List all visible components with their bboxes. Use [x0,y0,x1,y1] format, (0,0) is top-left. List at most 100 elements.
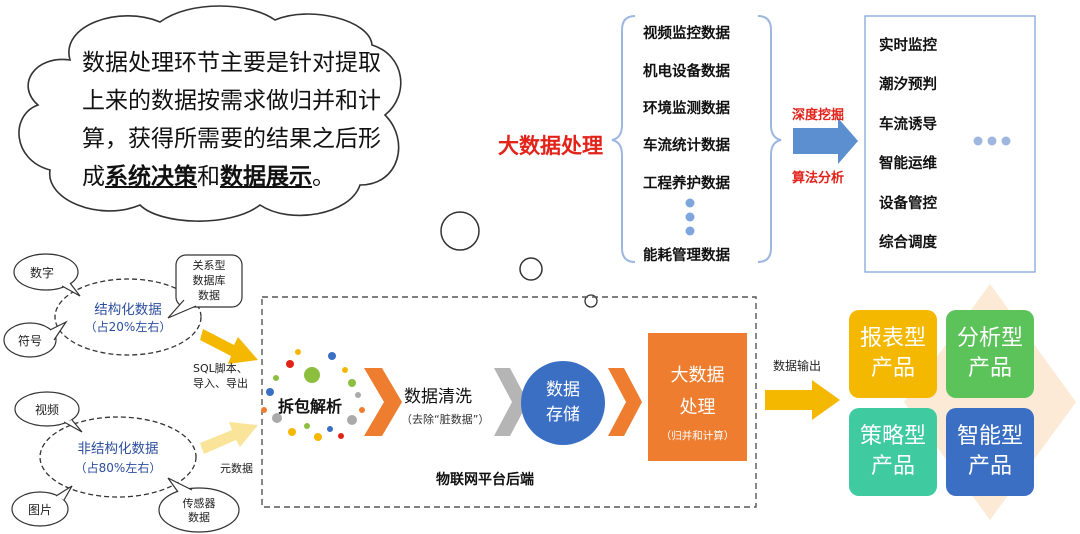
app-dot [987,136,997,146]
bubble-db-tail [167,299,197,319]
bubble-symbol-label: 符号 [18,334,43,348]
structured-arrow [200,329,258,364]
bigdata-line: 处理 [679,397,716,418]
cloud-text-part: 和 [197,164,220,190]
bubble-db-line: 关系型 [192,259,226,272]
mining-arrow [793,118,858,164]
report-product-tile: 报表型 产品 [849,310,937,398]
data-display-emphasis: 数据展示 [220,164,312,190]
bubble-sensor-label: 传感器 数据 [170,497,228,525]
bubble-symbol [3,322,57,358]
product-line: 智能型 [956,424,1023,449]
left-bracket [611,15,636,263]
bigdata-box [648,333,747,461]
chevron-orange-2 [608,368,642,436]
unstructured-ellipse [39,416,197,498]
structured-share: （占20%左右） [84,320,172,334]
list-dot [685,226,695,236]
bigdata-line: 大数据 [670,365,725,386]
storage-line: 存储 [546,405,580,425]
data-source-item: 能耗管理数据 [643,248,730,264]
bubble-video-label: 视频 [35,403,60,417]
application-item: 设备管控 [879,196,937,212]
product-line: 产品 [967,454,1012,479]
bubble-number [13,253,79,291]
application-item: 潮汐预判 [879,77,937,93]
thought-bubble-large [440,211,480,251]
unstructured-share: （占80%左右） [74,461,162,475]
cloud-line: 上来的数据按需求做归并和计 [82,88,381,114]
sql-label: SQL脚本、 导入、导出 [193,361,259,391]
application-item: 车流诱导 [879,117,937,133]
data-source-item: 环境监测数据 [643,101,730,117]
bubble-sensor-tail [167,477,193,493]
chevron-orange-1 [364,368,402,436]
cloud-line: 算，获得所需要的结果之后形 [82,126,381,152]
cloud-text-part: 成 [82,164,105,190]
bubble-sensor-line: 传感器 [182,497,216,510]
output-arrow [765,380,840,420]
bubble-db-label: 关系型 数据库 数据 [176,258,242,303]
cloud-line: 数据处理环节主要是针对提取 [82,50,381,76]
data-source-item: 工程养护数据 [643,176,730,192]
bubble-db [175,254,243,308]
thought-bubble-small [584,294,598,308]
product-line: 报表型 [859,326,926,351]
structured-title: 结构化数据 [94,302,162,318]
bubble-video [14,391,80,427]
data-source-item: 车流统计数据 [643,138,730,154]
clean-sub-label: （去除“脏数据”） [401,413,490,426]
bubble-sensor [158,487,240,533]
product-line: 产品 [870,454,915,479]
product-line: 分析型 [956,326,1023,351]
storage-line: 数据 [546,380,580,400]
deep-mining-label: 深度挖掘 [792,108,845,123]
right-bracket [757,15,782,263]
application-item: 实时监控 [879,38,937,54]
data-source-item: 机电设备数据 [643,64,730,80]
storage-circle [521,361,605,445]
bigdata-sub-label: （归并和计算） [660,430,735,442]
platform-label: 物联网平台后端 [436,472,534,488]
product-line: 产品 [967,356,1012,381]
structured-ellipse [54,278,202,356]
data-source-item: 视频监控数据 [643,26,730,42]
app-dot [973,136,983,146]
thought-cloud [18,5,402,222]
bubble-image-label: 图片 [28,503,53,517]
analysis-product-tile: 分析型 产品 [946,310,1034,398]
list-dot [685,198,695,208]
clean-label: 数据清洗 [404,387,472,407]
output-label: 数据输出 [773,359,822,373]
bubble-db-line: 数据 [198,289,220,302]
bubble-sensor-line: 数据 [188,511,210,524]
system-decision-emphasis: 系统决策 [105,164,197,190]
app-dot [1001,136,1011,146]
parse-dots [261,349,365,441]
sql-line: 导入、导出 [193,377,248,390]
product-line: 策略型 [859,424,926,449]
parse-label: 拆包解析 [278,397,343,416]
bubble-number-tail [61,282,81,297]
sql-line: SQL脚本、 [193,362,248,375]
application-item: 综合调度 [879,235,937,251]
application-item: 智能运维 [879,156,937,172]
bubble-video-tail [63,419,83,433]
product-line: 产品 [870,356,915,381]
unstructured-arrow [200,422,258,454]
cloud-text-part: 。 [312,164,335,190]
big-data-processing-label: 大数据处理 [498,134,603,158]
cloud-text: 数据处理环节主要是针对提取 上来的数据按需求做归并和计 算，获得所需要的结果之后… [82,44,382,196]
bigdata-label: 大数据 处理 [648,360,747,424]
bubble-db-line: 数据库 [192,274,226,287]
storage-label: 数据 存储 [521,378,605,428]
thought-bubble-medium [519,257,543,281]
bubble-image-tail [55,485,73,501]
strategy-product-tile: 策略型 产品 [849,408,937,496]
bubble-image [11,491,69,527]
smart-product-tile: 智能型 产品 [946,408,1034,496]
algorithm-analysis-label: 算法分析 [792,171,845,186]
list-dot [685,212,695,222]
cloud-line: 成系统决策和数据展示。 [82,158,382,196]
metadata-label: 元数据 [220,462,253,475]
